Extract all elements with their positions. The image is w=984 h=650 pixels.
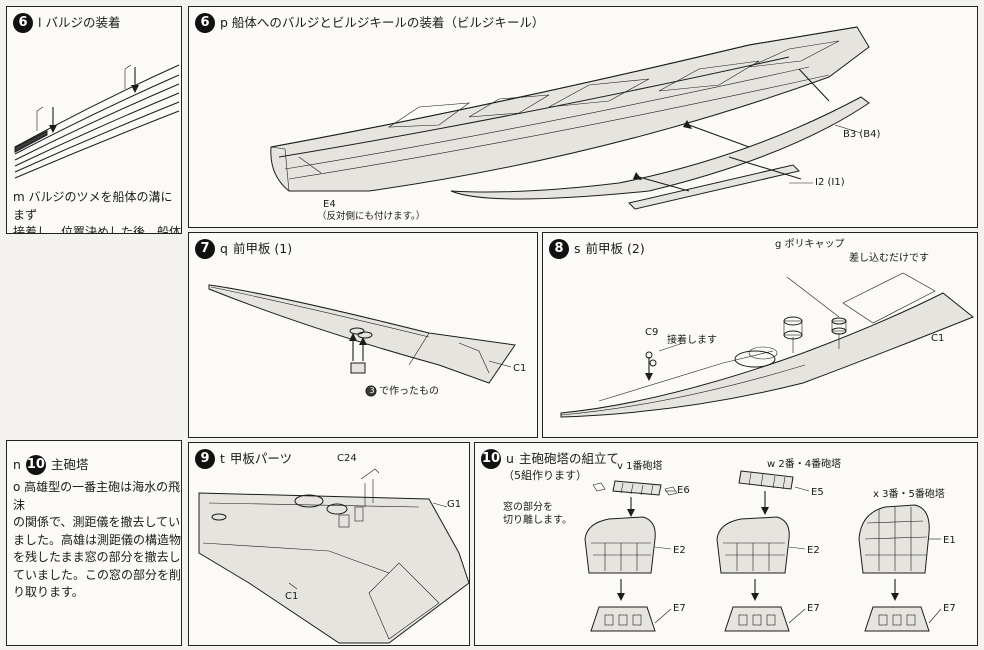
step-number: 10	[481, 449, 501, 469]
label-g1: G1	[447, 499, 462, 510]
label-e2-v: E2	[673, 545, 686, 556]
label-e6: E6	[677, 485, 690, 496]
label-c1: C1	[931, 333, 945, 344]
turret-assembly-illustration	[584, 470, 942, 632]
turret-instruction-note: o 高雄型の一番主砲は海水の飛沫 の関係で、測距儀を撤去してい ました。高雄は測…	[13, 480, 182, 599]
hull-assembly-illustration	[270, 26, 870, 210]
panel-step7-foredeck1: 7 q 前甲板 (1) 3 で作ったもの C1	[188, 232, 538, 438]
label-e1: E1	[943, 535, 956, 546]
step-prefix: s	[574, 241, 581, 256]
foredeck2-illustration	[560, 272, 974, 418]
step-number: 7	[195, 239, 215, 259]
step-title: l バルジの装着	[38, 15, 121, 30]
label-made: で作ったもの	[379, 386, 439, 397]
step-header: 8 s 前甲板 (2)	[549, 239, 645, 259]
step-number: 9	[195, 449, 215, 469]
turret-subtitle: （5組作ります）	[503, 469, 587, 482]
label-turret-v: v 1番砲塔	[617, 461, 663, 472]
deck-parts-illustration	[198, 468, 469, 644]
bulge-closeup-illustration	[14, 64, 180, 179]
label-turret-x: x 3番・5番砲塔	[873, 489, 945, 500]
label-e7-x: E7	[943, 603, 956, 614]
step-header: 10 u 主砲砲塔の組立て	[481, 449, 619, 469]
label-e4: E4	[323, 199, 336, 210]
step-title: 前甲板 (1)	[232, 241, 293, 256]
label-e2-w: E2	[807, 545, 820, 556]
step-prefix: n	[13, 457, 21, 472]
step-header: 6 l バルジの装着	[13, 13, 120, 33]
label-e5: E5	[811, 487, 824, 498]
panel-step9-deck-parts: 9 t 甲板パーツ C24 G1 C1	[188, 442, 470, 646]
label-insert-only: 差し込むだけです	[849, 253, 929, 264]
label-glue: 接着します	[667, 335, 717, 346]
label-b3: B3 (B4)	[843, 129, 881, 140]
step-title: 前甲板 (2)	[585, 241, 645, 256]
label-i2: I2 (I1)	[815, 177, 845, 188]
label-window-cut: 窓の部分を 切り離します。	[503, 502, 572, 526]
label-e4-note: （反対側にも付けます。）	[317, 211, 426, 222]
foredeck1-illustration	[208, 284, 516, 397]
panel-step6-hull: 6 p 船体へのバルジとビルジキールの装着（ビルジキール） B3 (B4)	[188, 6, 978, 228]
label-c24: C24	[337, 453, 357, 464]
label-e7-w: E7	[807, 603, 820, 614]
step-title: p 船体へのバルジとビルジキールの装着（ビルジキール）	[220, 15, 545, 30]
step-number: 10	[25, 455, 46, 475]
panel-step10-turrets: 10 u 主砲砲塔の組立て （5組作ります）	[474, 442, 978, 646]
label-c1: C1	[285, 591, 299, 602]
step-prefix: t	[220, 451, 225, 466]
step-header: n 10 主砲塔	[13, 455, 88, 475]
step-header: 6 p 船体へのバルジとビルジキールの装着（ビルジキール）	[195, 13, 544, 33]
step-number: 6	[13, 13, 33, 33]
step-title: 主砲砲塔の組立て	[518, 451, 619, 466]
step-number: 8	[549, 239, 569, 259]
step-prefix: u	[506, 451, 514, 466]
bulge-instruction-note: m バルジのツメを船体の溝にまず 接着し、位置決めした後、船体 へ接着します。ビ…	[13, 190, 182, 234]
step-title: 甲板パーツ	[229, 451, 293, 466]
step-header: 7 q 前甲板 (1)	[195, 239, 292, 259]
panel-step6-bulge: 6 l バルジの装着 m バルジのツメを船体の溝にまず 接着し、位置決めした後、…	[6, 6, 182, 234]
step-header: 9 t 甲板パーツ	[195, 449, 292, 469]
label-c1: C1	[513, 363, 527, 374]
label-c9: C9	[645, 327, 659, 338]
panel-step8-foredeck2: 8 s 前甲板 (2) g ポリキャップ 差し込むだけです C9 接着します C…	[542, 232, 978, 438]
step-prefix: q	[220, 241, 228, 256]
label-polycap: g ポリキャップ	[775, 239, 845, 250]
label-turret-w: w 2番・4番砲塔	[767, 459, 842, 470]
step-number: 6	[195, 13, 215, 33]
panel-step10-note: n 10 主砲塔 o 高雄型の一番主砲は海水の飛沫 の関係で、測距儀を撤去してい…	[6, 440, 182, 646]
label-e7-v: E7	[673, 603, 686, 614]
step-title: 主砲塔	[50, 457, 89, 472]
made-step-number: 3	[369, 386, 375, 395]
